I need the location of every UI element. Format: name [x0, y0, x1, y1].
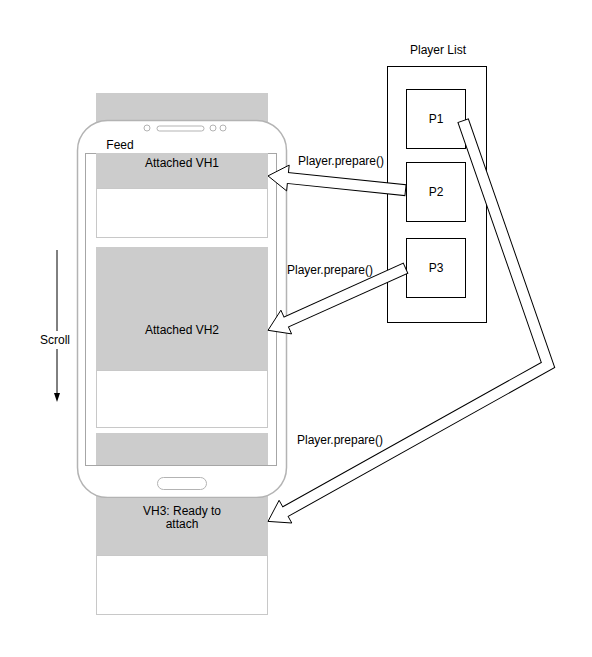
phone-camera — [144, 125, 150, 131]
view-holder-card: VH3: Ready to attach — [96, 498, 268, 615]
feed-item-partial — [96, 433, 268, 465]
phone-speaker — [157, 126, 204, 131]
phone-sensor — [220, 125, 226, 131]
view-holder-body — [96, 188, 268, 238]
view-holder-band: VH3: Ready to attach — [96, 498, 268, 555]
arrow-head — [268, 165, 289, 191]
player-box: P3 — [406, 238, 466, 298]
player-name: P1 — [429, 113, 444, 126]
annotation-label: Scroll — [40, 331, 70, 349]
phone-body — [78, 121, 287, 498]
hollow-arrow — [268, 268, 406, 334]
player-box: P2 — [406, 162, 466, 222]
arrow-shaft-outline — [287, 178, 406, 190]
edge-label: Player.prepare() — [287, 263, 373, 277]
list-heading: Player List — [368, 44, 508, 57]
hollow-arrow — [268, 165, 406, 191]
player-box: P1 — [406, 89, 466, 149]
edge-label: Player.prepare() — [298, 154, 384, 168]
phone-home-button — [158, 478, 207, 490]
arrow-head — [268, 500, 292, 523]
view-holder-card: Attached VH2 — [96, 247, 268, 428]
hollow-arrow — [268, 120, 548, 523]
annotation-label: Feed — [106, 138, 133, 152]
arrow-shaft-outline — [285, 120, 548, 512]
player-name: P2 — [429, 186, 444, 199]
view-holder-body — [96, 370, 268, 428]
arrow-head — [268, 310, 292, 334]
player-list-box: Player ListP1P2P3 — [387, 66, 487, 323]
scroll-arrow-head — [54, 393, 60, 402]
edge-label: Player.prepare() — [297, 433, 383, 447]
feed-backdrop — [96, 93, 268, 615]
view-holder-body — [96, 555, 268, 615]
scroll-arrow-line — [57, 250, 58, 394]
view-holder-title: VH3: Ready to attach — [132, 505, 232, 531]
player-name: P3 — [429, 262, 444, 275]
view-holder-band: Attached VH2 — [96, 247, 268, 370]
arrow-shaft-fill — [283, 121, 548, 513]
view-holder-title: Attached VH1 — [102, 157, 262, 170]
view-holder-card: Attached VH1 — [96, 153, 268, 238]
phone-screen — [86, 154, 277, 466]
arrow-shaft-fill — [285, 178, 405, 190]
view-holder-band: Attached VH1 — [96, 153, 268, 188]
view-holder-title: Attached VH2 — [102, 324, 262, 337]
phone-sensor — [210, 125, 216, 131]
